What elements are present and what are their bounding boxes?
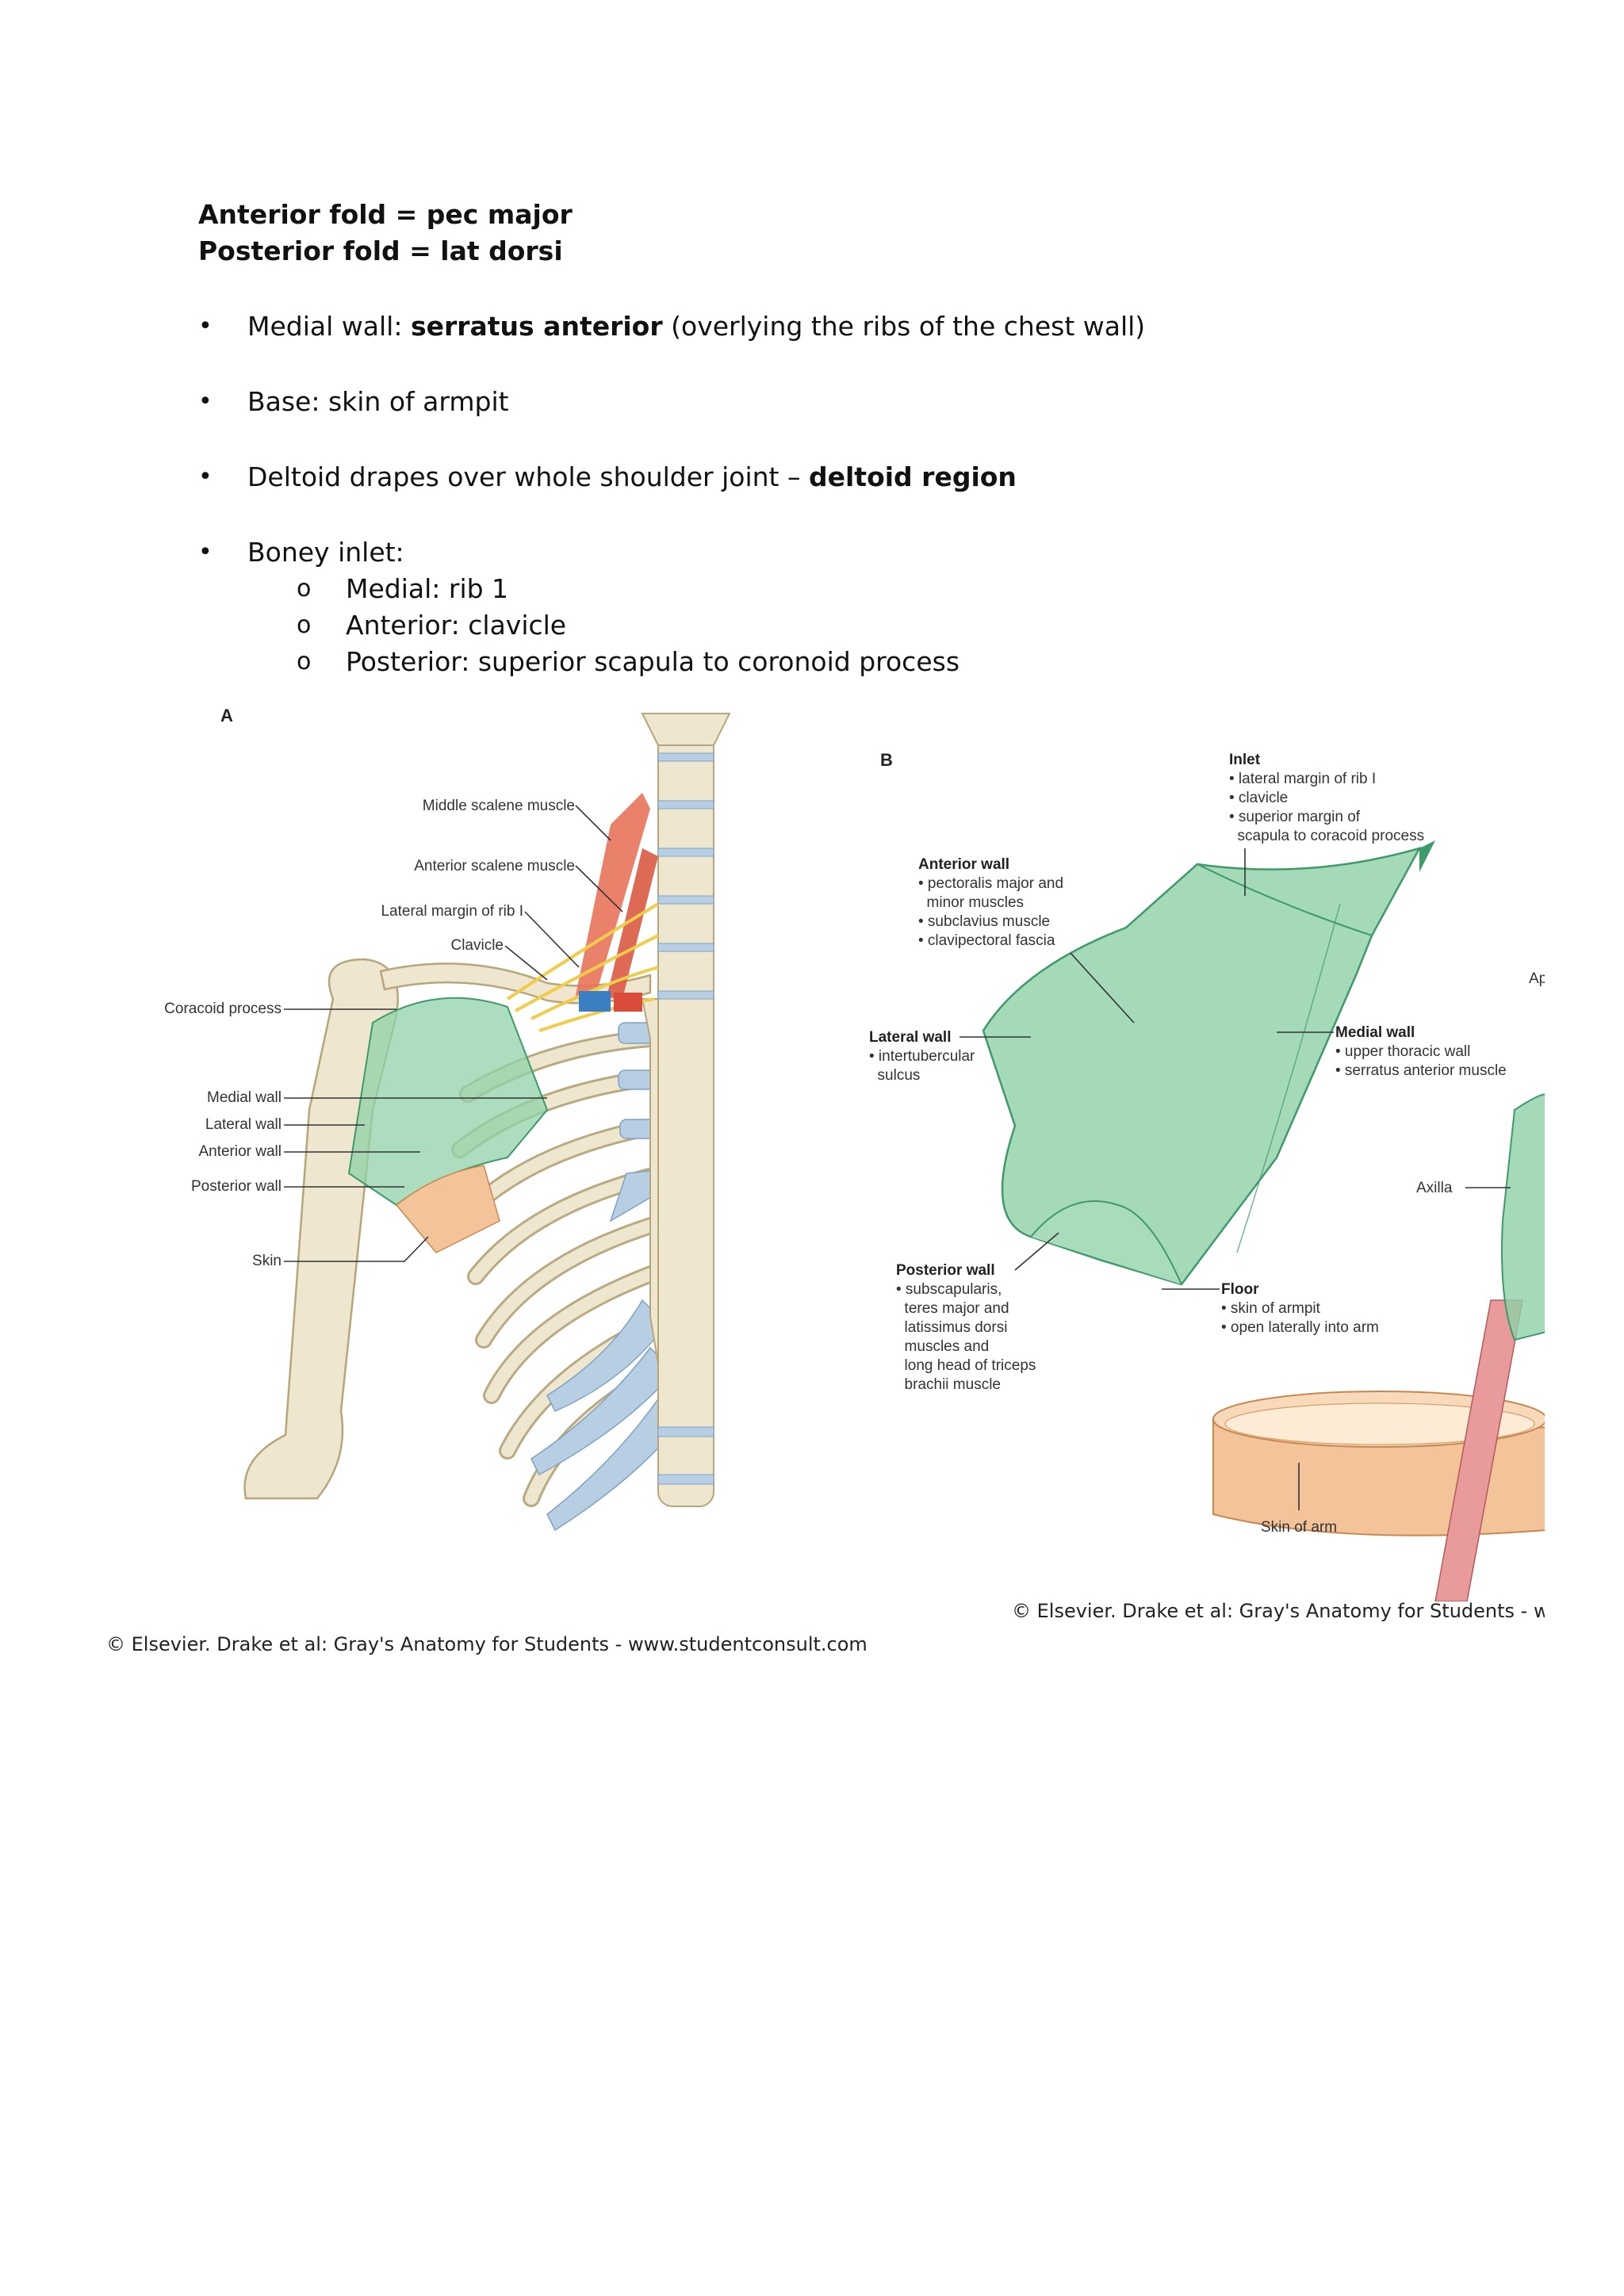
label-clavicle: Clavicle <box>450 937 504 954</box>
posterior-wall-item: brachii muscle <box>896 1376 1001 1393</box>
bullet-boney-inlet: Boney inlet: Medial: rib 1 Anterior: cla… <box>198 534 1467 680</box>
posterior-wall-item: long head of triceps <box>896 1357 1036 1374</box>
label-anterior-wall: Anterior wall <box>198 1143 282 1160</box>
leader-line <box>1070 952 1135 1024</box>
leader-line <box>284 1236 429 1262</box>
anterior-wall-item: • clavipectoral fascia <box>918 932 1055 949</box>
leader-line <box>575 865 623 913</box>
posterior-wall-item: • subscapularis, <box>896 1281 1002 1298</box>
leader-line <box>524 911 580 968</box>
sub-item: Posterior: superior scapula to coronoid … <box>247 644 1467 680</box>
figure-a-credit: © Elsevier. Drake et al: Gray's Anatomy … <box>106 1633 868 1655</box>
label-medial-wall: Medial wall <box>207 1089 282 1106</box>
bullet-text: Boney inlet: <box>247 537 404 568</box>
axilla-shape <box>1501 1093 1545 1341</box>
bullet-text: Deltoid drapes over whole shoulder joint… <box>247 461 809 492</box>
subclavian-artery <box>614 993 642 1012</box>
bullet-deltoid: Deltoid drapes over whole shoulder joint… <box>198 459 1467 496</box>
notes-bullet-list: Medial wall: serratus anterior (overlyin… <box>198 308 1467 680</box>
leader-line <box>1014 1232 1059 1271</box>
posterior-wall-item: muscles and <box>896 1338 989 1355</box>
posterior-wall-item: latissimus dorsi <box>896 1319 1007 1336</box>
leader-line <box>575 805 611 841</box>
label-posterior-wall: Posterior wall <box>191 1178 282 1195</box>
boney-inlet-sublist: Medial: rib 1 Anterior: clavicle Posteri… <box>247 571 1467 680</box>
posterior-fold-line: Posterior fold = lat dorsi <box>198 235 563 266</box>
bullet-text: (overlying the ribs of the chest wall) <box>662 311 1146 342</box>
bullet-medial-wall: Medial wall: serratus anterior (overlyin… <box>198 308 1467 345</box>
bullet-bold-text: deltoid region <box>808 461 1017 492</box>
label-skin: Skin <box>252 1253 282 1269</box>
figure-a-illustration: A <box>164 706 731 1532</box>
medial-wall-item: • serratus anterior muscle <box>1335 1062 1507 1079</box>
skin-of-arm-label: Skin of arm <box>1261 1519 1337 1536</box>
anterior-wall-title: Anterior wall <box>918 856 1009 873</box>
sub-item: Medial: rib 1 <box>247 571 1467 607</box>
humerus <box>243 958 399 1500</box>
label-middle-scalene: Middle scalene muscle <box>423 798 575 814</box>
scalene-muscle <box>575 793 650 999</box>
bullet-base: Base: skin of armpit <box>198 384 1467 420</box>
figure-a-labels: Middle scalene muscle Anterior scalene m… <box>164 798 623 1269</box>
axilla-pyramid <box>982 840 1435 1286</box>
lateral-wall-item: sulcus <box>869 1067 920 1084</box>
posterior-wall-label-group: Posterior wall • subscapularis, teres ma… <box>896 1232 1059 1393</box>
anterior-scalene-muscle <box>607 848 658 999</box>
medial-wall-item: • upper thoracic wall <box>1335 1043 1470 1060</box>
bullet-text: Base: skin of armpit <box>247 386 509 417</box>
floor-label-group: Floor • skin of armpit • open laterally … <box>1162 1281 1379 1336</box>
notes-section: Anterior fold = pec major Posterior fold… <box>198 197 1467 680</box>
lateral-wall-label-group: Lateral wall • intertubercular sulcus <box>869 1029 1031 1084</box>
label-lateral-margin-rib: Lateral margin of rib I <box>381 903 523 920</box>
subclavian-vein <box>579 991 611 1012</box>
figure-b: B Inlet • lateral margin <box>864 745 1545 1601</box>
axillary-skin-base <box>395 1165 500 1253</box>
vertebral-column <box>641 713 731 1507</box>
medial-wall-title: Medial wall <box>1335 1024 1415 1041</box>
floor-item: • open laterally into arm <box>1221 1319 1379 1336</box>
lateral-wall-title: Lateral wall <box>869 1029 952 1046</box>
posterior-wall-title: Posterior wall <box>896 1262 995 1279</box>
label-coracoid-process: Coracoid process <box>164 1001 282 1017</box>
anterior-fold-line: Anterior fold = pec major <box>198 199 573 230</box>
anterior-wall-item: • pectoralis major and <box>918 875 1063 892</box>
bullet-bold-text: serratus anterior <box>410 311 663 342</box>
floor-item: • skin of armpit <box>1221 1300 1321 1317</box>
label-anterior-scalene: Anterior scalene muscle <box>414 858 575 874</box>
inlet-item: • lateral margin of rib I <box>1229 771 1376 787</box>
inlet-label-group: Inlet • lateral margin of rib I • clavic… <box>1229 752 1424 896</box>
inlet-item: • clavicle <box>1229 790 1288 806</box>
figure-b-panel-letter: B <box>880 750 893 770</box>
inlet-item: scapula to coracoid process <box>1229 828 1424 844</box>
figure-a: A <box>135 698 848 1617</box>
posterior-wall-item: teres major and <box>896 1300 1009 1317</box>
axilla-label: Axilla <box>1416 1180 1453 1196</box>
inlet-item: • superior margin of <box>1229 809 1361 825</box>
anterior-wall-label-group: Anterior wall • pectoralis major and min… <box>918 856 1135 1024</box>
sub-item: Anterior: clavicle <box>247 607 1467 644</box>
floor-title: Floor <box>1221 1281 1259 1298</box>
figure-b-illustration: B Inlet • lateral margin <box>869 750 1545 1601</box>
figure-b-credit: © Elsevier. Drake et al: Gray's Anatomy … <box>1012 1600 1545 1622</box>
anterior-wall-item: • subclavius muscle <box>918 913 1050 930</box>
bullet-text: Medial wall: <box>247 311 411 342</box>
leader-line <box>504 945 548 981</box>
inlet-title: Inlet <box>1229 752 1261 768</box>
apex-partial-label: Ap <box>1529 970 1545 987</box>
label-lateral-wall: Lateral wall <box>205 1116 282 1133</box>
lateral-wall-item: • intertubercular <box>869 1048 975 1065</box>
figure-a-panel-letter: A <box>220 706 233 725</box>
anterior-wall-item: minor muscles <box>918 894 1024 911</box>
medial-wall-label-group: Medial wall • upper thoracic wall • serr… <box>1277 1024 1507 1079</box>
